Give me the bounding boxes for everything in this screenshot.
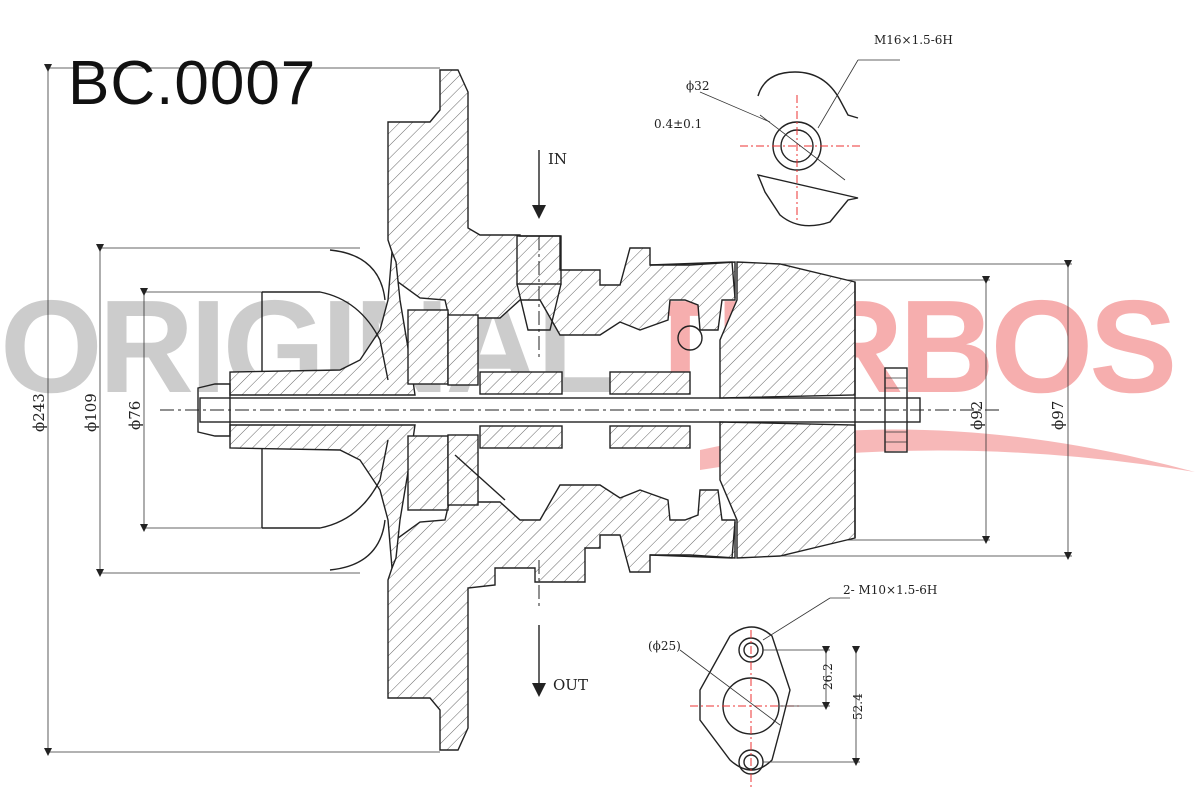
bottom-dia-label: (ϕ25) bbox=[648, 639, 681, 653]
bottom-detail: 2- M10×1.5-6H (ϕ25) 26.2 52.4 bbox=[648, 583, 937, 790]
left-dimensions: ϕ243 ϕ109 ϕ76 bbox=[30, 64, 440, 756]
turbine-wheel-upper bbox=[719, 261, 856, 399]
bottom-thread-label: 2- M10×1.5-6H bbox=[843, 583, 937, 597]
housing-flange-upper bbox=[387, 69, 736, 361]
turbine-spline bbox=[884, 367, 908, 453]
top-dia-label: ϕ32 bbox=[686, 79, 709, 93]
turbine-wheel-lower bbox=[719, 421, 856, 559]
dim-243: ϕ243 bbox=[30, 393, 48, 432]
shaft-nut bbox=[197, 383, 231, 437]
bearings-upper bbox=[407, 309, 691, 395]
dim-109: ϕ109 bbox=[82, 393, 100, 432]
deflector bbox=[454, 454, 506, 501]
flow-arrows: IN OUT bbox=[532, 150, 588, 697]
top-detail: M16×1.5-6H ϕ32 0.4±0.1 bbox=[654, 33, 953, 227]
top-thread-label: M16×1.5-6H bbox=[874, 33, 953, 47]
dim-92: ϕ92 bbox=[968, 401, 986, 430]
dim-97: ϕ97 bbox=[1049, 401, 1067, 430]
main-section bbox=[160, 69, 1000, 751]
label-in: IN bbox=[548, 150, 567, 168]
part-number-title: BC.0007 bbox=[68, 49, 317, 118]
dim-76: ϕ76 bbox=[126, 401, 144, 430]
bottom-d1-label: 26.2 bbox=[821, 663, 835, 690]
housing-flange-lower bbox=[387, 459, 736, 751]
label-out: OUT bbox=[553, 676, 588, 694]
heat-shield bbox=[649, 261, 736, 559]
top-tol-label: 0.4±0.1 bbox=[654, 117, 702, 131]
bottom-d2-label: 52.4 bbox=[851, 693, 865, 720]
bearings-lower bbox=[407, 425, 691, 511]
